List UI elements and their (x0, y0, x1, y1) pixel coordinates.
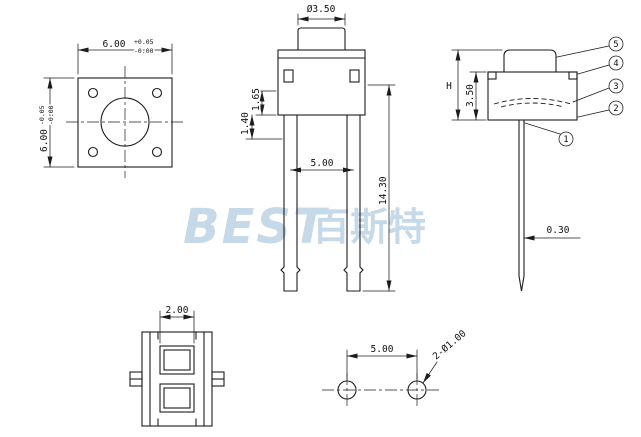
bottom-view-contact-bottom-inner (163, 387, 191, 409)
dim-pin-length-value: 14.30 (378, 176, 389, 205)
dim-pin-pitch-value: 5.00 (311, 158, 334, 169)
callout-number-2: 2 (613, 104, 618, 114)
dim-flange-value: 1.65 (251, 88, 262, 111)
callout-number-1: 1 (563, 135, 568, 145)
bottom-view-contact-top-inner (163, 349, 191, 371)
top-view-corner-rivet (87, 87, 99, 99)
front-view-body-outline (277, 49, 366, 116)
pcb-hole-left (337, 380, 357, 400)
callouts: 5 4 3 2 1 (524, 36, 624, 147)
callout-circle-5 (608, 36, 624, 52)
dim-pin-length: 14.30 (362, 84, 396, 292)
front-view-left-tab (283, 69, 294, 83)
callout-circle-2 (608, 100, 624, 116)
side-view-button-cap (503, 49, 557, 73)
dim-flange-height: 1.65 (250, 87, 277, 116)
dim-hole-note-value: 2-Ø1.00 (431, 328, 469, 362)
callout-circle-3 (608, 78, 624, 94)
callout-number-4: 4 (613, 59, 618, 69)
dim-body-height-value: 3.50 (465, 84, 476, 107)
dim-shoulder-height: 1.40 (239, 110, 283, 140)
dim-total-height: H (445, 49, 503, 121)
side-view-pin (518, 119, 525, 292)
dim-shoulder-value: 1.40 (240, 112, 251, 135)
dim-pin-thickness: 0.30 (523, 224, 581, 241)
dim-height-tol-upper: -0.05 (38, 105, 46, 125)
callout-circle-1 (558, 131, 574, 147)
front-view: Ø3.50 1.65 1.40 5.00 14.30 (239, 3, 396, 292)
dim-top-height: 6.00 -0.05 -0.00 (37, 77, 75, 168)
front-view-button-cap (297, 27, 346, 51)
dim-width-tol-upper: +0.05 (134, 38, 154, 46)
side-view-body-outline (487, 71, 578, 121)
dim-pin-pitch: 5.00 (290, 157, 354, 173)
front-view-left-pin (280, 114, 301, 292)
dim-cap-dia-value: Ø3.50 (307, 4, 336, 15)
side-view: H 3.50 0.30 5 4 3 2 (445, 36, 624, 292)
top-view: 6.00 +0.05 -0.00 6.00 -0.05 -0.00 (37, 37, 184, 178)
pcb-layout: 5.00 2-Ø1.00 (322, 326, 470, 407)
watermark: BEST 百斯特 (183, 199, 426, 255)
dim-hole-note: 2-Ø1.00 (422, 326, 470, 384)
dim-hole-pitch-value: 5.00 (371, 344, 394, 355)
dim-pin-thickness-value: 0.30 (547, 225, 570, 236)
top-view-corner-rivet (87, 146, 99, 158)
side-view-right-corner-tab (568, 71, 578, 80)
watermark-cjk-text: 百斯特 (312, 205, 426, 249)
dim-width-value: 6.00 (103, 39, 126, 50)
callout-circle-4 (608, 55, 624, 71)
dim-slot-width: 2.00 (159, 304, 195, 344)
dim-cap-diameter: Ø3.50 (297, 3, 346, 26)
dim-height-tol-lower: -0.00 (47, 105, 55, 125)
callout-number-3: 3 (613, 82, 618, 92)
dim-body-height: 3.50 (464, 71, 487, 121)
callout-number-5: 5 (613, 40, 618, 50)
front-view-right-tab (349, 69, 360, 83)
bottom-view: 2.00 (129, 304, 225, 427)
side-view-dome-hidden-line2 (500, 102, 565, 108)
dim-slot-width-value: 2.00 (166, 305, 189, 316)
side-view-left-corner-tab (487, 71, 497, 80)
dim-total-height-value: H (446, 81, 452, 92)
dim-hole-pitch: 5.00 (346, 343, 418, 380)
front-view-right-pin (343, 114, 364, 292)
dim-height-value: 6.00 (39, 129, 50, 152)
dim-width-tol-lower: -0.00 (134, 47, 154, 55)
top-view-corner-rivet (151, 146, 163, 158)
pcb-hole-right (407, 380, 427, 400)
bottom-view-contact-bottom (159, 383, 195, 413)
side-view-dome-hidden-line (493, 98, 572, 105)
bottom-view-contact-top (159, 345, 195, 375)
watermark-latin-text: BEST (183, 199, 329, 255)
dim-top-width: 6.00 +0.05 -0.00 (77, 37, 173, 75)
top-view-corner-rivet (151, 87, 163, 99)
